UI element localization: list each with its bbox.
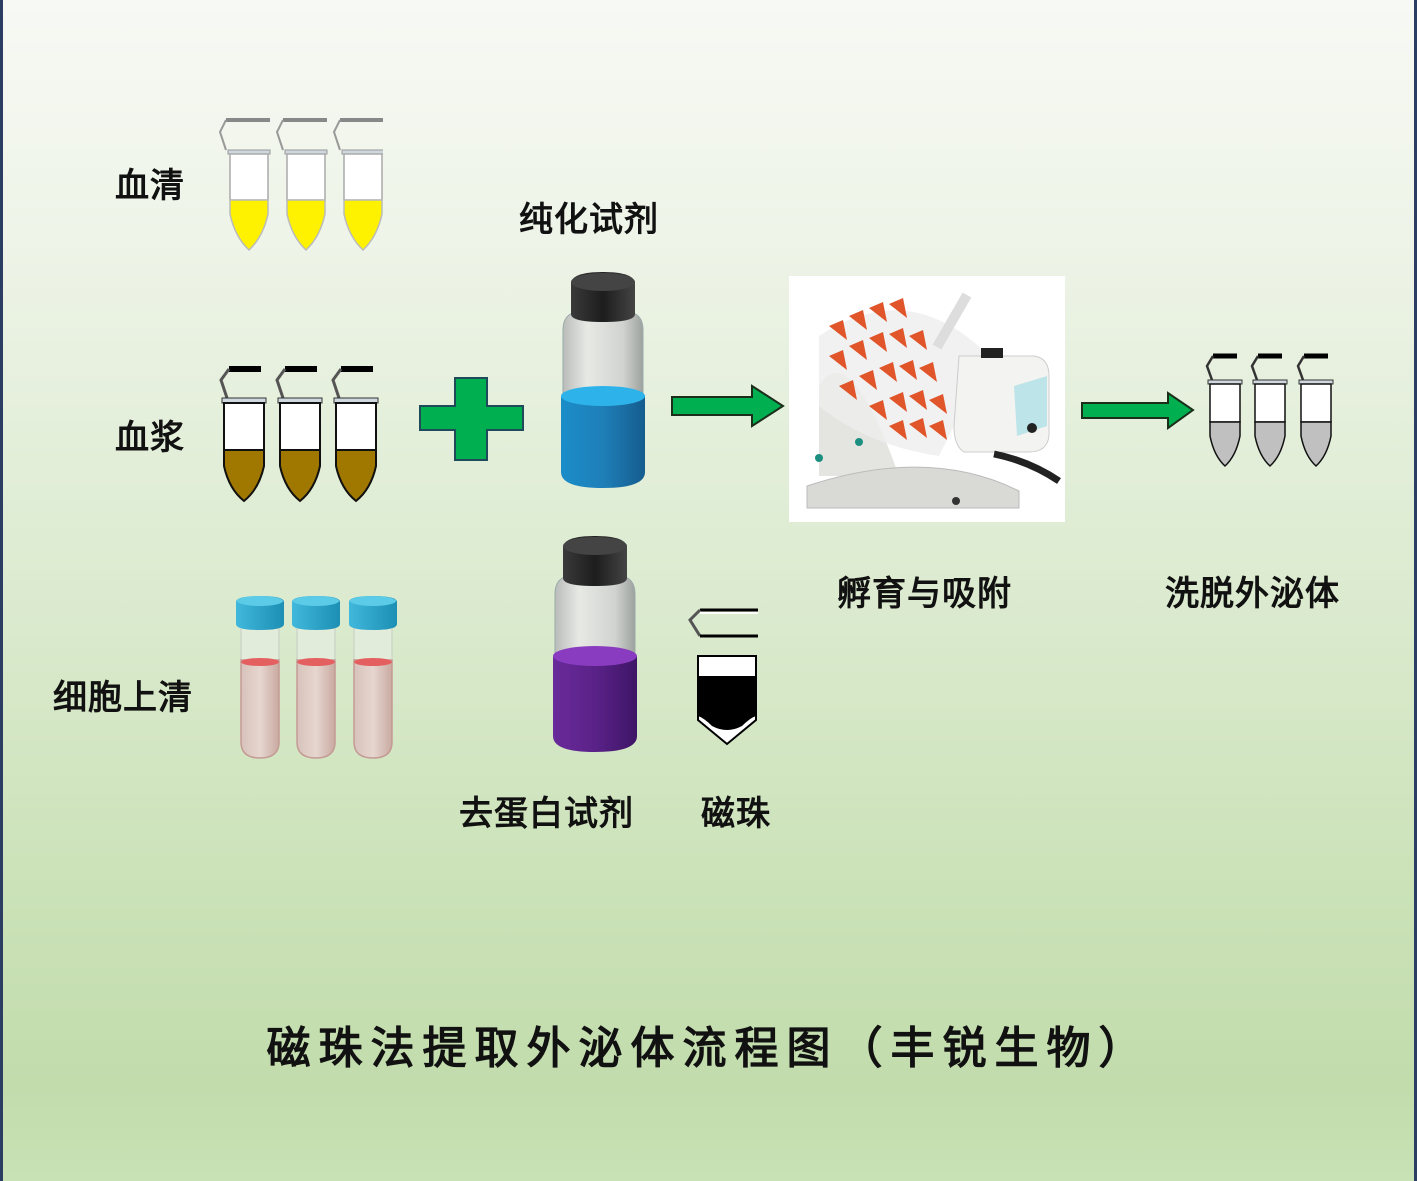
label-elute-exosomes: 洗脱外泌体 [1165,574,1340,614]
deproteinization-reagent-bottle-icon [553,536,637,752]
purification-reagent-bottle-icon [561,272,645,488]
arrow-right-icon-2 [1081,391,1195,430]
label-magnetic-beads: 磁珠 [701,794,771,834]
cell-supernatant-tubes-icon [235,595,398,759]
plus-icon [419,377,524,461]
eluted-exosome-tubes-icon [1199,350,1339,470]
diagram-title: 磁珠法提取外泌体流程图（丰锐生物） [266,1023,1151,1074]
label-deproteinization-reagent: 去蛋白试剂 [459,794,634,834]
label-serum: 血清 [115,166,185,206]
label-plasma: 血浆 [115,418,185,458]
arrow-right-icon [671,384,785,428]
label-cell-supernatant: 细胞上清 [53,678,193,718]
plasma-tubes-icon [213,362,388,507]
label-incubation-adsorption: 孵育与吸附 [837,574,1012,614]
label-purification-reagent: 纯化试剂 [519,200,659,240]
rotator-mixer-image [789,276,1065,522]
serum-tubes-icon [218,118,383,252]
magnetic-beads-tube-icon [688,608,758,746]
